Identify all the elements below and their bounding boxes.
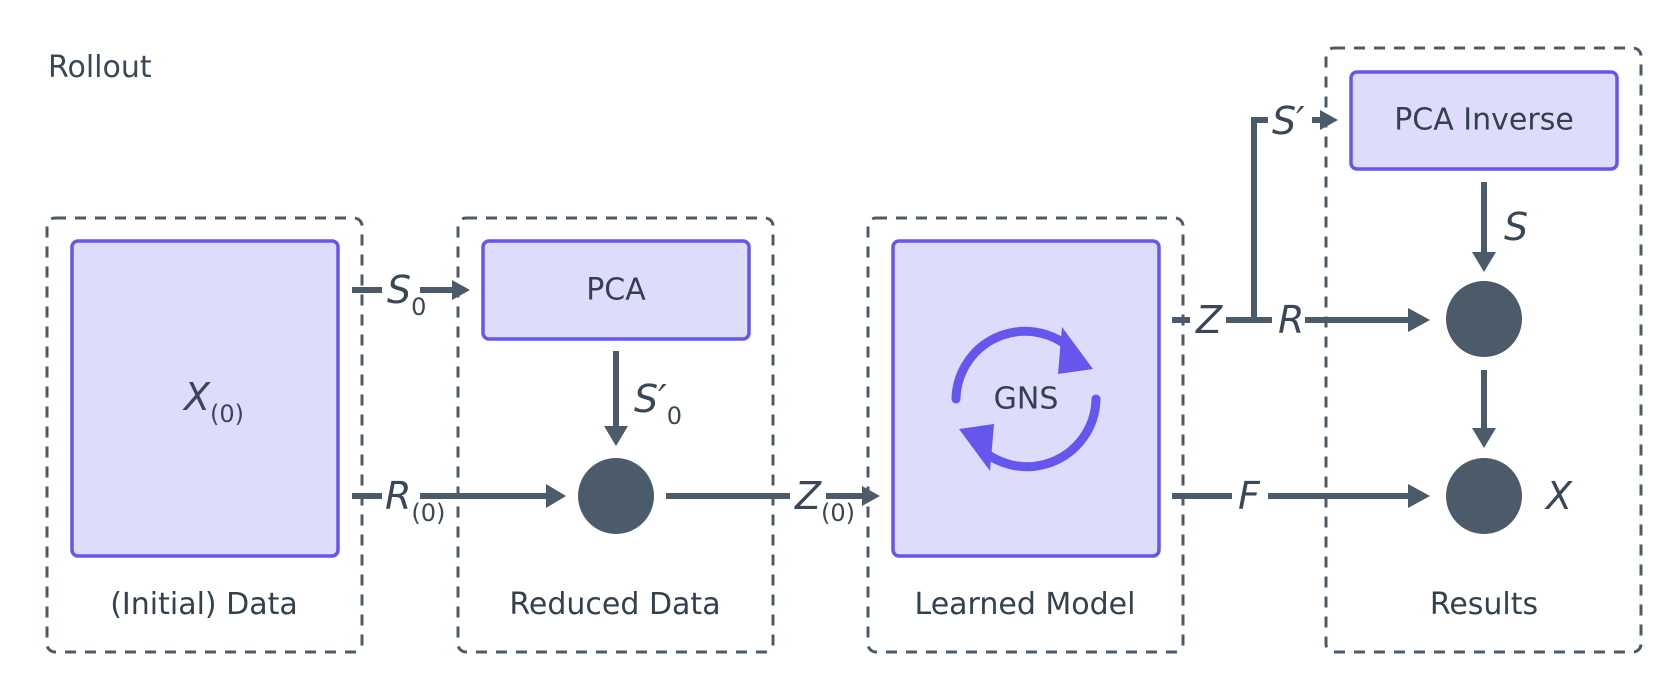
group-initial-data [45,216,364,654]
group-reduced-label: Reduced Data [509,587,720,622]
group-learned-label: Learned Model [915,587,1136,622]
edge-s [1472,182,1496,272]
combine-node-results-top [1446,281,1522,357]
combine-node-reduced [578,458,654,534]
group-learned-model [866,216,1185,654]
gns-label: GNS [994,382,1059,417]
z0-label: Z(0) [794,474,855,527]
initial-data-box [70,239,340,558]
pca-inverse-label: PCA Inverse [1394,103,1574,138]
gns-cycle-icon [951,326,1101,472]
s0-prime-label: S′0 [634,377,682,430]
group-results-label: Results [1430,587,1538,622]
group-reduced-data [456,216,775,654]
edge-s0-prime [604,351,628,446]
group-results [1324,46,1643,654]
diagram-title: Rollout [48,50,152,85]
group-initial-label: (Initial) Data [110,587,298,622]
x-label: X [1544,474,1573,518]
gns-box [891,239,1161,558]
edge-combine [1472,370,1496,448]
x0-label: X(0) [182,375,244,428]
edge-z0 [666,486,880,506]
combine-node-results-bottom [1446,458,1522,534]
pca-box [481,239,751,341]
s-prime-label: S′ [1272,99,1305,143]
edge-s0 [352,280,470,300]
edge-s-prime [1251,110,1338,320]
edge-f [1172,484,1430,508]
r-label: R [1278,298,1304,342]
edge-r0 [352,484,566,508]
edge-r [1305,308,1430,332]
s0-label: S0 [387,268,426,321]
s-label: S [1504,205,1528,249]
pca-label: PCA [586,273,646,308]
r0-label: R(0) [385,474,445,527]
z-label: Z [1195,298,1223,342]
pca-inverse-box [1349,70,1619,171]
f-label: F [1238,474,1261,518]
